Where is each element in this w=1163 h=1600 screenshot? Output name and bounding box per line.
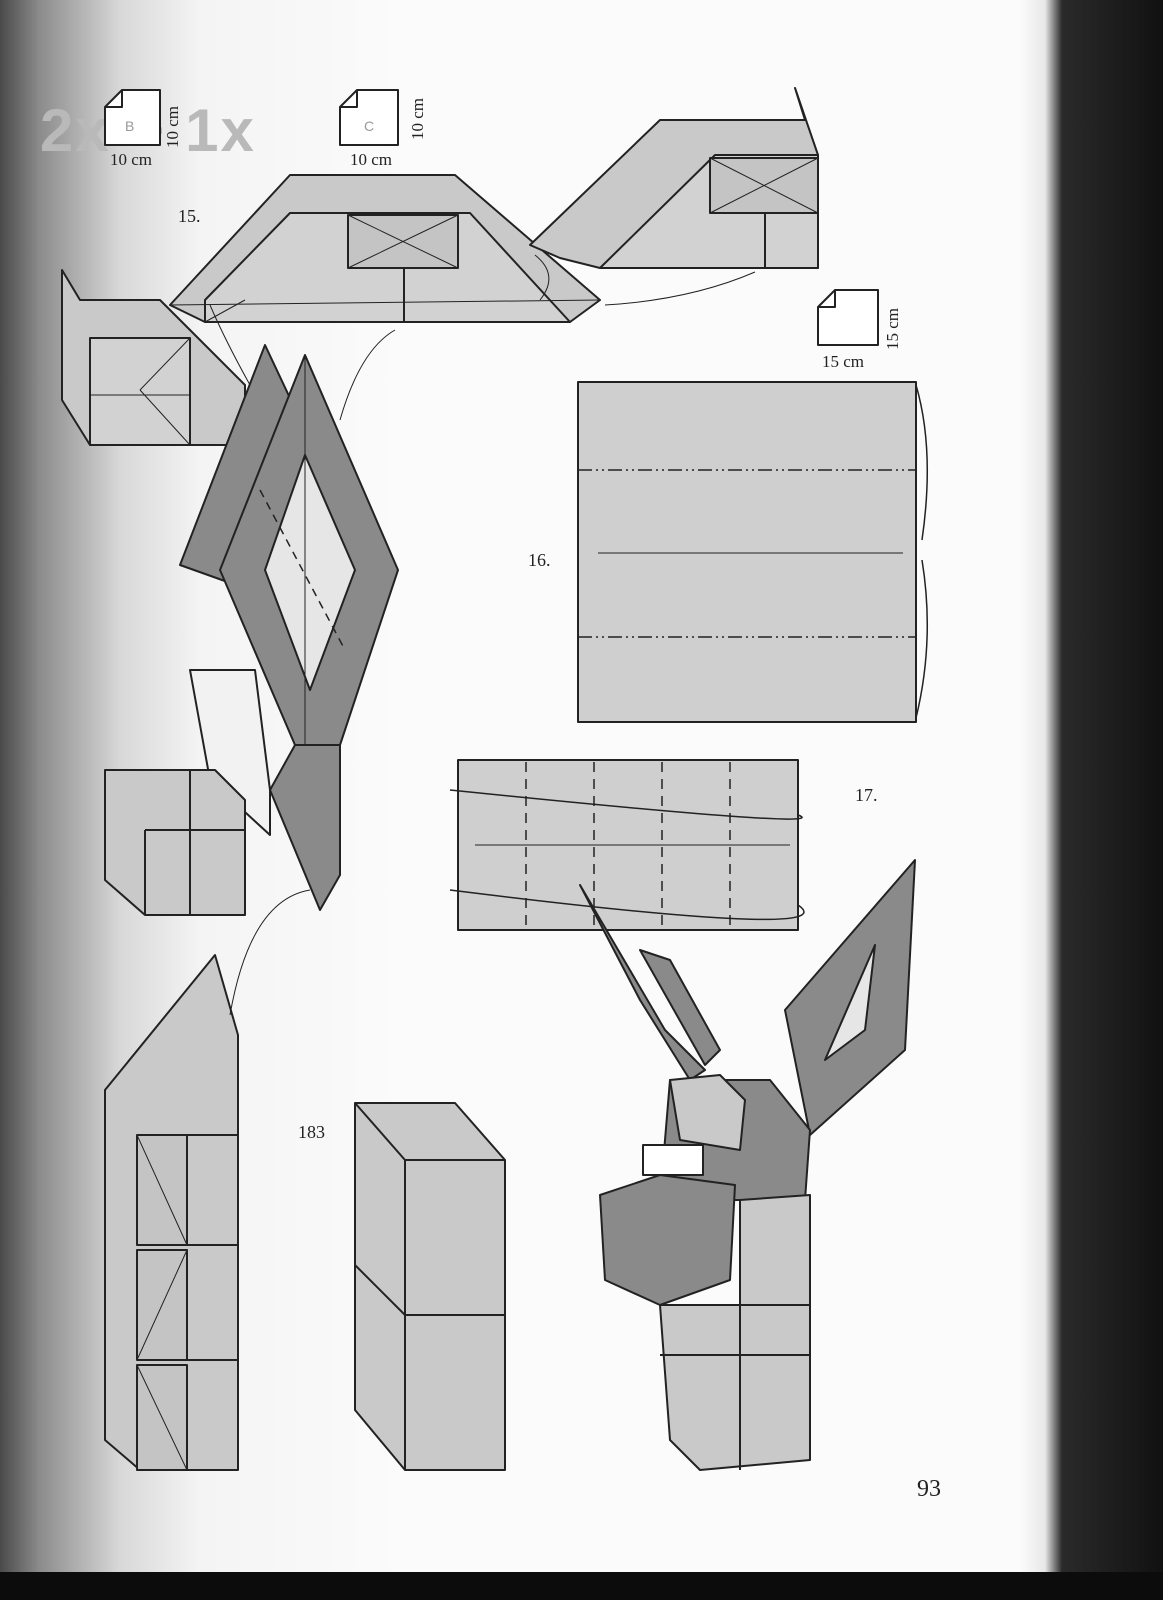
step15-right-model [529, 87, 819, 269]
paper-b-width: 10 cm [110, 150, 153, 169]
paper-large-height: 15 cm [883, 307, 902, 350]
paper-c-letter: C [364, 118, 375, 134]
step-183-label: 183 [298, 1122, 325, 1142]
ear-assembly [104, 344, 399, 916]
step-15-label: 15. [178, 206, 201, 226]
step17-rectangle [449, 759, 805, 931]
paper-icon-b [104, 89, 161, 146]
paper-b-height: 10 cm [163, 105, 182, 148]
finished-bunny [579, 859, 916, 1471]
step15-left-model [61, 269, 246, 446]
paper-icon-large [817, 289, 879, 346]
box-stack [104, 954, 239, 1471]
paper-b-letter: B [125, 118, 135, 134]
step15-model [169, 174, 601, 323]
step-17-label: 17. [855, 785, 878, 805]
paper-c-width: 10 cm [350, 150, 393, 169]
step183-tall-box [354, 1102, 506, 1471]
step16-square [577, 381, 929, 723]
paper-large-width: 15 cm [822, 352, 865, 371]
step-16-label: 16. [528, 550, 551, 570]
assembly-arrows [209, 254, 756, 1016]
paper-icon-c [339, 89, 399, 146]
paper-c-height: 10 cm [408, 97, 427, 140]
page-bottom-edge [0, 1572, 1163, 1600]
page-number: 93 [917, 1476, 941, 1502]
